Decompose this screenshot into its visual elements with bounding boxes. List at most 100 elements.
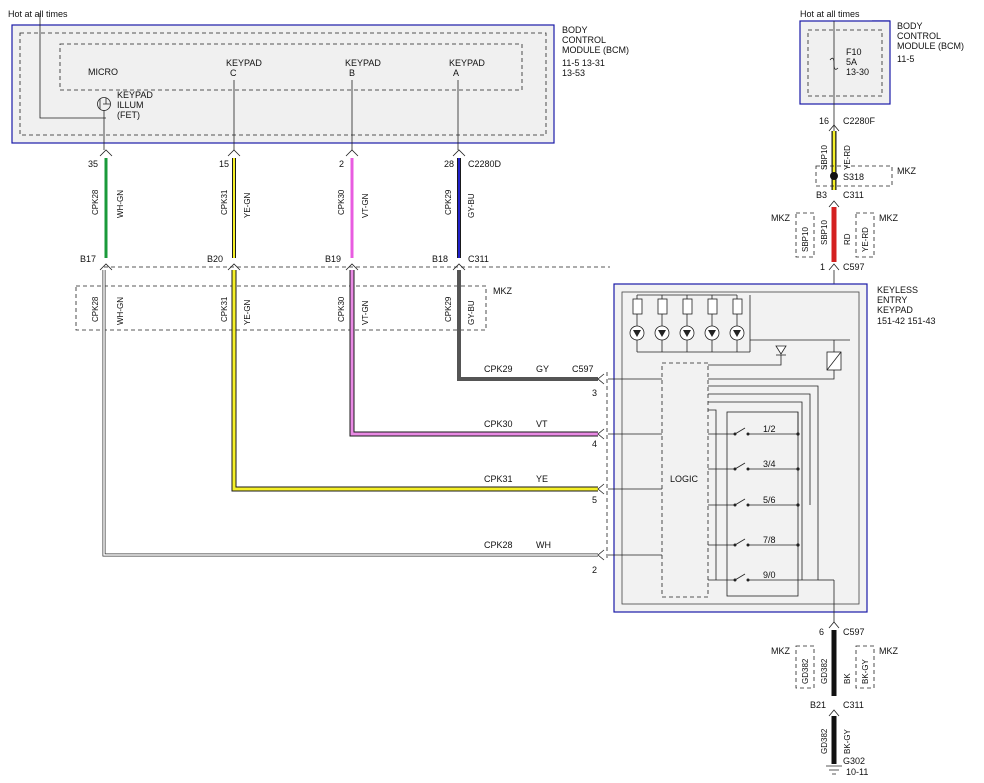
keypad-title-3: KEYPAD — [877, 305, 913, 315]
cpk29-circuit-upper: CPK29 — [444, 189, 453, 215]
cpk30-circuit-mkz: CPK30 — [337, 296, 346, 322]
ground-symbol-icon — [826, 765, 842, 775]
gd382-color-below: BK-GY — [843, 728, 852, 754]
cpk31-circuit-mkz: CPK31 — [220, 296, 229, 322]
mkz-box-sbp10-left — [795, 212, 815, 258]
bcm-right-title-3: MODULE (BCM) — [897, 41, 964, 51]
keypad-title-4: 151-42 151-43 — [877, 316, 936, 326]
pin-b17: B17 — [80, 254, 96, 264]
wire-cpk29-group: 28 CPK29 GY-BU B18 CPK29 GY-BU — [432, 158, 476, 325]
keypad-a-label-2: A — [453, 68, 459, 78]
micro-label: MICRO — [88, 67, 118, 77]
sbp10-alt-color: RD — [843, 233, 852, 245]
cpk28-circuit-upper: CPK28 — [91, 189, 100, 215]
keypad-pin-4: 4 — [592, 439, 597, 449]
switch-9-0-icon — [708, 573, 818, 581]
keypad-pin-2: 2 — [592, 565, 597, 575]
mkz-label-gd382-left: MKZ — [771, 646, 791, 656]
cpk30-circuit-lower: CPK30 — [484, 419, 513, 429]
keypad-title-1: KEYLESS — [877, 285, 918, 295]
bcm-right: Hot at all times F10 5A 13-30 BODY CONTR… — [799, 9, 964, 150]
keypad-illum-2: ILLUM — [117, 100, 144, 110]
fuse-icon — [829, 57, 839, 70]
cpk28-color-mkz: WH-GN — [116, 297, 125, 325]
bcm-left: Hot at all times BODY CONTROL MODULE (BC… — [8, 9, 629, 150]
pin-b20: B20 — [207, 254, 223, 264]
keypad-b-label-1: KEYPAD — [345, 58, 381, 68]
keypad-a-label-1: KEYPAD — [449, 58, 485, 68]
hot-at-all-times-left: Hot at all times — [8, 9, 68, 19]
mkz-box-gd382-right — [855, 645, 875, 689]
switch-3-4-icon — [708, 462, 798, 470]
wire-cpk28-group: 35 CPK28 WH-GN B17 CPK28 WH-GN — [80, 158, 125, 325]
bcm-right-title-2: CONTROL — [897, 31, 941, 41]
bcm-right-title-4: 11-5 — [897, 54, 914, 64]
wire-cpk30-group: 2 CPK30 VT-GN B19 CPK30 VT-GN — [325, 158, 370, 325]
connector-c311-ground: C311 — [843, 700, 864, 710]
wire-cpk30-lower-outline — [349, 270, 598, 437]
pin-b3: B3 — [816, 190, 827, 200]
button-7-8: 7/8 — [763, 535, 776, 545]
keypad-pin-5: 5 — [592, 495, 597, 505]
gd382-mkz-circuit: GD382 — [801, 658, 810, 684]
keypad-c-label-2: C — [230, 68, 237, 78]
connector-c2280d: C2280D — [468, 159, 502, 169]
keypad-illum-3: (FET) — [117, 110, 140, 120]
pin-keypad-1: 1 — [820, 262, 825, 272]
bcm-right-box — [799, 20, 891, 105]
sbp10-circuit-upper: SBP10 — [820, 145, 829, 170]
hot-at-all-times-right: Hot at all times — [800, 9, 860, 19]
cpk31-color-mkz: YE-GN — [243, 299, 252, 325]
switch-7-8-icon — [708, 538, 798, 546]
cpk29-color-mkz: GY-BU — [467, 300, 476, 325]
wire-cpk29-lower — [457, 270, 598, 381]
cpk29-circuit-mkz: CPK29 — [444, 296, 453, 322]
cpk28-circuit-mkz: CPK28 — [91, 296, 100, 322]
pin-16: 16 — [819, 116, 829, 126]
gd382-circuit-below: GD382 — [820, 728, 829, 754]
pin-2: 2 — [339, 159, 344, 169]
mkz-box-left — [75, 285, 487, 331]
button-9-0: 9/0 — [763, 570, 776, 580]
pin-6: 6 — [819, 627, 824, 637]
gd382-color: BK — [843, 673, 852, 684]
keyless-entry-keypad: KEYLESS ENTRY KEYPAD 151-42 151-43 — [608, 283, 936, 613]
right-feed-wire: 16 C2280F SBP10 YE-RD S318 MKZ B3 C311 S… — [771, 116, 917, 358]
pin-15: 15 — [219, 159, 229, 169]
wire-cpk28-lower — [103, 270, 598, 556]
cpk29-circuit-lower: CPK29 — [484, 364, 513, 374]
wire-cpk31-lower — [232, 270, 598, 491]
fuse-5a: 5A — [846, 57, 857, 67]
bcm-left-title-4: 11-5 13-31 — [562, 58, 605, 68]
keypad-pin-3: 3 — [592, 388, 597, 398]
button-1-2: 1/2 — [763, 424, 776, 434]
connector-c311-right: C311 — [843, 190, 864, 200]
connector-c597-top: C597 — [843, 262, 865, 272]
logic-label: LOGIC — [670, 474, 699, 484]
ground-circuit: 6 C597 GD382 GD382 BK BK-GY MKZ MKZ B21 … — [771, 612, 899, 777]
pin-b21: B21 — [810, 700, 826, 710]
mkz-label-gd382-right: MKZ — [879, 646, 899, 656]
keypad-b-label-2: B — [349, 68, 355, 78]
button-5-6: 5/6 — [763, 495, 776, 505]
fuse-ref: 13-30 — [846, 67, 869, 77]
cpk29-short-color: GY — [536, 364, 549, 374]
gd382-circuit: GD382 — [820, 658, 829, 684]
cpk30-circuit-upper: CPK30 — [337, 189, 346, 215]
sbp10-mkz-color: YE-RD — [861, 227, 870, 252]
keypad-illum-1: KEYPAD — [117, 90, 153, 100]
resistor-array — [632, 295, 743, 326]
ground-g302: G302 — [843, 756, 865, 766]
mkz-box-sbp10-right — [855, 212, 875, 258]
bcm-left-title-2: CONTROL — [562, 35, 606, 45]
fet-gate-icon — [99, 98, 110, 109]
switch-1-2-icon — [708, 427, 798, 435]
cpk31-color-upper: YE-GN — [243, 192, 252, 218]
mkz-label-s318: MKZ — [897, 166, 917, 176]
splice-s318: S318 — [843, 172, 864, 182]
pin-35: 35 — [88, 159, 98, 169]
ground-ref: 10-11 — [846, 767, 868, 777]
bcm-left-box — [11, 24, 555, 144]
pin-28: 28 — [444, 159, 454, 169]
